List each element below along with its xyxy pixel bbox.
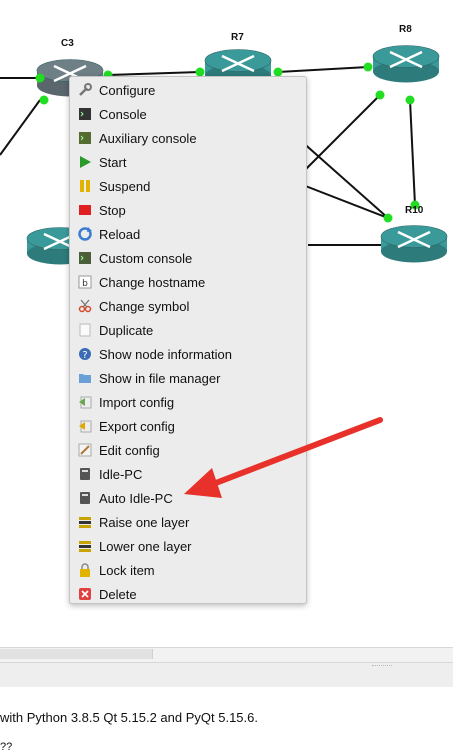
calculator-icon bbox=[78, 467, 92, 481]
splitter-grip-icon bbox=[372, 665, 392, 669]
delete-icon bbox=[78, 587, 92, 601]
link-line bbox=[277, 66, 369, 73]
lower-layer-icon bbox=[78, 539, 92, 553]
menu-item-label: Delete bbox=[99, 586, 137, 602]
menu-item-console[interactable]: Console bbox=[70, 102, 306, 126]
pause-icon bbox=[78, 179, 92, 193]
duplicate-icon bbox=[78, 323, 92, 337]
port-indicator bbox=[405, 95, 415, 105]
menu-item-lower-one-layer[interactable]: Lower one layer bbox=[70, 534, 306, 558]
menu-item-label: Custom console bbox=[99, 250, 193, 266]
svg-text:?: ? bbox=[82, 350, 87, 361]
menu-item-label: Start bbox=[99, 154, 127, 170]
menu-item-raise-one-layer[interactable]: Raise one layer bbox=[70, 510, 306, 534]
lock-icon bbox=[78, 563, 92, 577]
menu-item-auto-idle-pc[interactable]: Auto Idle-PC bbox=[70, 486, 306, 510]
console-panel bbox=[0, 687, 453, 749]
port-indicator bbox=[363, 62, 373, 72]
menu-item-label: Reload bbox=[99, 226, 141, 242]
link-line bbox=[107, 71, 201, 76]
node-label-c3: C3 bbox=[61, 38, 74, 49]
menu-item-show-node-information[interactable]: ? Show node information bbox=[70, 342, 306, 366]
menu-item-label: Lock item bbox=[99, 562, 155, 578]
export-icon bbox=[78, 419, 92, 433]
reload-icon bbox=[78, 227, 92, 241]
menu-item-label: Stop bbox=[99, 202, 126, 218]
menu-item-label: Show node information bbox=[99, 346, 232, 362]
port-indicator bbox=[410, 200, 420, 210]
menu-item-delete[interactable]: Delete bbox=[70, 582, 306, 606]
link-line bbox=[299, 139, 389, 219]
node-label-r10: R10 bbox=[405, 205, 424, 216]
import-icon bbox=[78, 395, 92, 409]
menu-item-label: Export config bbox=[99, 418, 175, 434]
svg-text:b: b bbox=[82, 279, 88, 289]
menu-item-label: Change hostname bbox=[99, 274, 206, 290]
menu-item-auxiliary-console[interactable]: Auxiliary console bbox=[70, 126, 306, 150]
menu-item-label: Raise one layer bbox=[99, 514, 190, 530]
link-line bbox=[409, 99, 416, 206]
menu-item-label: Show in file manager bbox=[99, 370, 221, 386]
port-indicator bbox=[273, 67, 283, 77]
menu-item-label: Lower one layer bbox=[99, 538, 192, 554]
node-label-r8: R8 bbox=[399, 24, 412, 35]
aux-terminal-icon bbox=[78, 131, 92, 145]
node-label-r7: R7 bbox=[231, 32, 244, 43]
custom-console-icon bbox=[78, 251, 92, 265]
menu-item-stop[interactable]: Stop bbox=[70, 198, 306, 222]
port-indicator bbox=[383, 213, 393, 223]
scrollbar-thumb[interactable] bbox=[0, 649, 153, 659]
stop-icon bbox=[78, 203, 92, 217]
calculator-icon bbox=[78, 491, 92, 505]
info-icon: ? bbox=[78, 347, 92, 361]
menu-item-label: Import config bbox=[99, 394, 175, 410]
menu-item-configure[interactable]: Configure bbox=[70, 78, 306, 102]
menu-item-idle-pc[interactable]: Idle-PC bbox=[70, 462, 306, 486]
link-line bbox=[0, 99, 41, 156]
menu-item-show-in-file-manager[interactable]: Show in file manager bbox=[70, 366, 306, 390]
menu-item-import-config[interactable]: Import config bbox=[70, 390, 306, 414]
folder-icon bbox=[78, 371, 92, 385]
menu-item-label: Auto Idle-PC bbox=[99, 490, 173, 506]
port-indicator bbox=[375, 90, 385, 100]
raise-layer-icon bbox=[78, 515, 92, 529]
menu-item-lock-item[interactable]: Lock item bbox=[70, 558, 306, 582]
menu-item-change-hostname[interactable]: b Change hostname bbox=[70, 270, 306, 294]
menu-item-edit-config[interactable]: Edit config bbox=[70, 438, 306, 462]
menu-item-reload[interactable]: Reload bbox=[70, 222, 306, 246]
menu-item-label: Edit config bbox=[99, 442, 160, 458]
edit-icon bbox=[78, 443, 92, 457]
port-indicator bbox=[35, 73, 45, 83]
menu-item-duplicate[interactable]: Duplicate bbox=[70, 318, 306, 342]
console-output-line: with Python 3.8.5 Qt 5.15.2 and PyQt 5.1… bbox=[0, 710, 258, 725]
link-line bbox=[299, 94, 381, 176]
menu-item-label: Duplicate bbox=[99, 322, 154, 338]
menu-item-label: Idle-PC bbox=[99, 466, 143, 482]
router-icon[interactable] bbox=[372, 45, 440, 83]
menu-item-suspend[interactable]: Suspend bbox=[70, 174, 306, 198]
scissors-icon bbox=[78, 299, 92, 313]
menu-item-label: Suspend bbox=[99, 178, 151, 194]
console-output-fragment: ?? bbox=[0, 741, 13, 753]
port-indicator bbox=[39, 95, 49, 105]
play-icon bbox=[78, 155, 92, 169]
menu-item-label: Change symbol bbox=[99, 298, 190, 314]
router-icon[interactable] bbox=[380, 225, 448, 263]
wrench-icon bbox=[78, 83, 92, 97]
menu-item-start[interactable]: Start bbox=[70, 150, 306, 174]
hostname-icon: b bbox=[78, 275, 92, 289]
menu-item-custom-console[interactable]: Custom console bbox=[70, 246, 306, 270]
menu-item-export-config[interactable]: Export config bbox=[70, 414, 306, 438]
menu-item-label: Auxiliary console bbox=[99, 130, 197, 146]
terminal-icon bbox=[78, 107, 92, 121]
menu-item-change-symbol[interactable]: Change symbol bbox=[70, 294, 306, 318]
port-indicator bbox=[195, 67, 205, 77]
menu-item-label: Console bbox=[99, 106, 147, 122]
menu-item-label: Configure bbox=[99, 82, 156, 98]
